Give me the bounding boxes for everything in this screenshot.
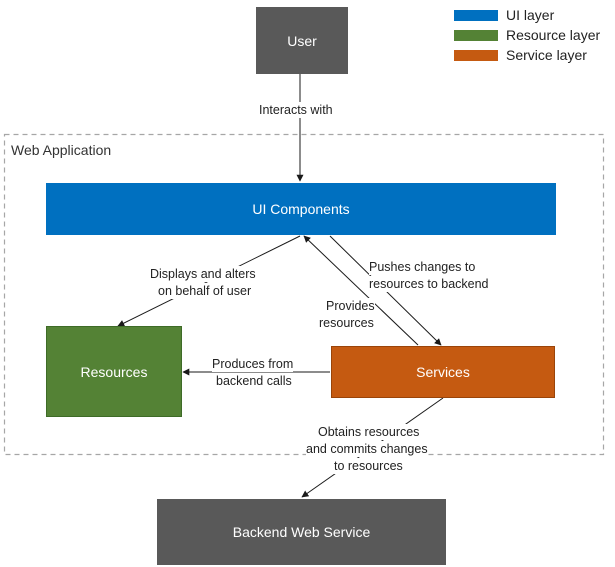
legend-swatch-resource [454, 30, 498, 41]
label-obtains-line3: to resources [334, 458, 403, 474]
web-application-container [3, 133, 605, 456]
label-produces-line2: backend calls [216, 373, 292, 389]
label-produces-line1: Produces from [212, 356, 294, 372]
container-title: Web Application [11, 142, 112, 158]
legend-label-ui: UI layer [506, 7, 555, 23]
label-displays-line1: Displays and alters [150, 266, 256, 282]
legend-swatch-ui [454, 10, 498, 21]
legend-swatch-service [454, 50, 498, 61]
ui-components-node: UI Components [46, 183, 556, 235]
edge-services-to-ui [303, 235, 419, 346]
label-obtains-line1: Obtains resources [318, 424, 420, 440]
user-node: User [256, 7, 348, 74]
label-displays-line2: on behalf of user [158, 283, 252, 299]
resources-node: Resources [46, 326, 182, 417]
label-pushes-line1: Pushes changes to [369, 259, 476, 275]
label-obtains-line2: and commits changes [306, 441, 428, 457]
label-provides-line2: resources [319, 315, 374, 331]
backend-web-service-node: Backend Web Service [157, 499, 446, 565]
label-interacts-with: Interacts with [259, 102, 333, 118]
label-provides-line1: Provides [326, 298, 375, 314]
label-pushes-line2: resources to backend [369, 276, 489, 292]
legend-label-service: Service layer [506, 47, 587, 63]
legend-label-resource: Resource layer [506, 27, 601, 43]
services-node: Services [331, 346, 555, 398]
